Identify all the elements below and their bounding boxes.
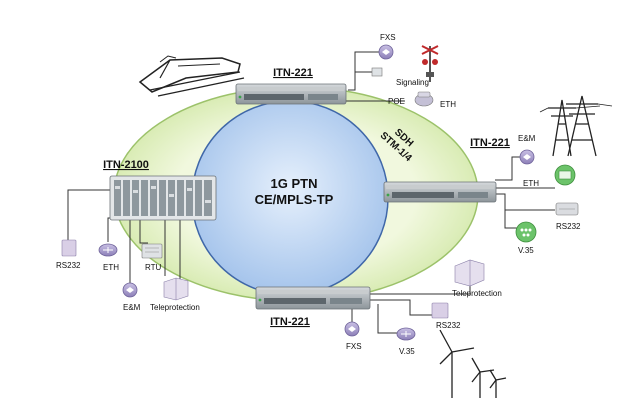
teleprotection-icon-bottom (454, 259, 485, 287)
label-right-v35: V.35 (518, 246, 534, 255)
label-left-rs232: RS232 (56, 261, 81, 270)
label-left-teleprotection: Teleprotection (150, 303, 200, 312)
label-left-rtu: RTU (145, 263, 162, 272)
rs232-modem-icon-left (61, 239, 77, 257)
itn221-top-device (235, 83, 347, 105)
poe-camera-icon (414, 91, 434, 107)
teleprotection-icon-left (163, 277, 189, 301)
label-right-rs232: RS232 (556, 222, 581, 231)
core-label-line2: CE/MPLS-TP (255, 192, 334, 207)
em-phone-icon-left (122, 282, 138, 298)
label-bottom-v35: V.35 (399, 347, 415, 356)
itn221-right-device (383, 181, 497, 203)
power-pylon-icon (539, 95, 613, 157)
signaling-icon (371, 67, 383, 77)
rs232-icon-bottom (431, 302, 449, 319)
label-top-signaling: Signaling (396, 78, 429, 87)
node-label-top: ITN-221 (273, 67, 313, 79)
wind-turbine-icon (439, 329, 507, 398)
label-bottom-rs232: RS232 (436, 321, 461, 330)
train-icon (138, 55, 245, 97)
em-phone-icon-right (519, 149, 535, 165)
label-bottom-teleprotection: Teleprotection (452, 289, 502, 298)
label-left-em: E&M (123, 303, 141, 312)
label-top-fxs: FXS (380, 33, 396, 42)
eth-router-icon-left (98, 243, 118, 257)
label-right-em: E&M (518, 134, 536, 143)
node-label-right: ITN-221 (470, 137, 510, 149)
label-top-poe: POE (388, 97, 405, 106)
fxs-phone-icon-bottom (344, 321, 360, 337)
railway-signal-icon (421, 45, 439, 82)
itn221-bottom-device (255, 286, 371, 310)
label-right-eth: ETH (523, 179, 539, 188)
label-bottom-fxs: FXS (346, 342, 362, 351)
label-left-eth: ETH (103, 263, 119, 272)
core-label-line1: 1G PTN (271, 176, 318, 191)
v35-green-icon-right (515, 221, 537, 243)
rs232-modem-icon-right (555, 202, 579, 216)
rtu-icon-left (141, 243, 163, 259)
fxs-phone-icon-top (378, 44, 394, 60)
node-label-bottom: ITN-221 (270, 316, 310, 328)
label-top-eth: ETH (440, 100, 456, 109)
v35-router-icon-bottom (396, 327, 416, 341)
node-label-left: ITN-2100 (103, 159, 149, 171)
itn2100-chassis (109, 175, 217, 221)
eth-green-icon-right (554, 164, 576, 186)
